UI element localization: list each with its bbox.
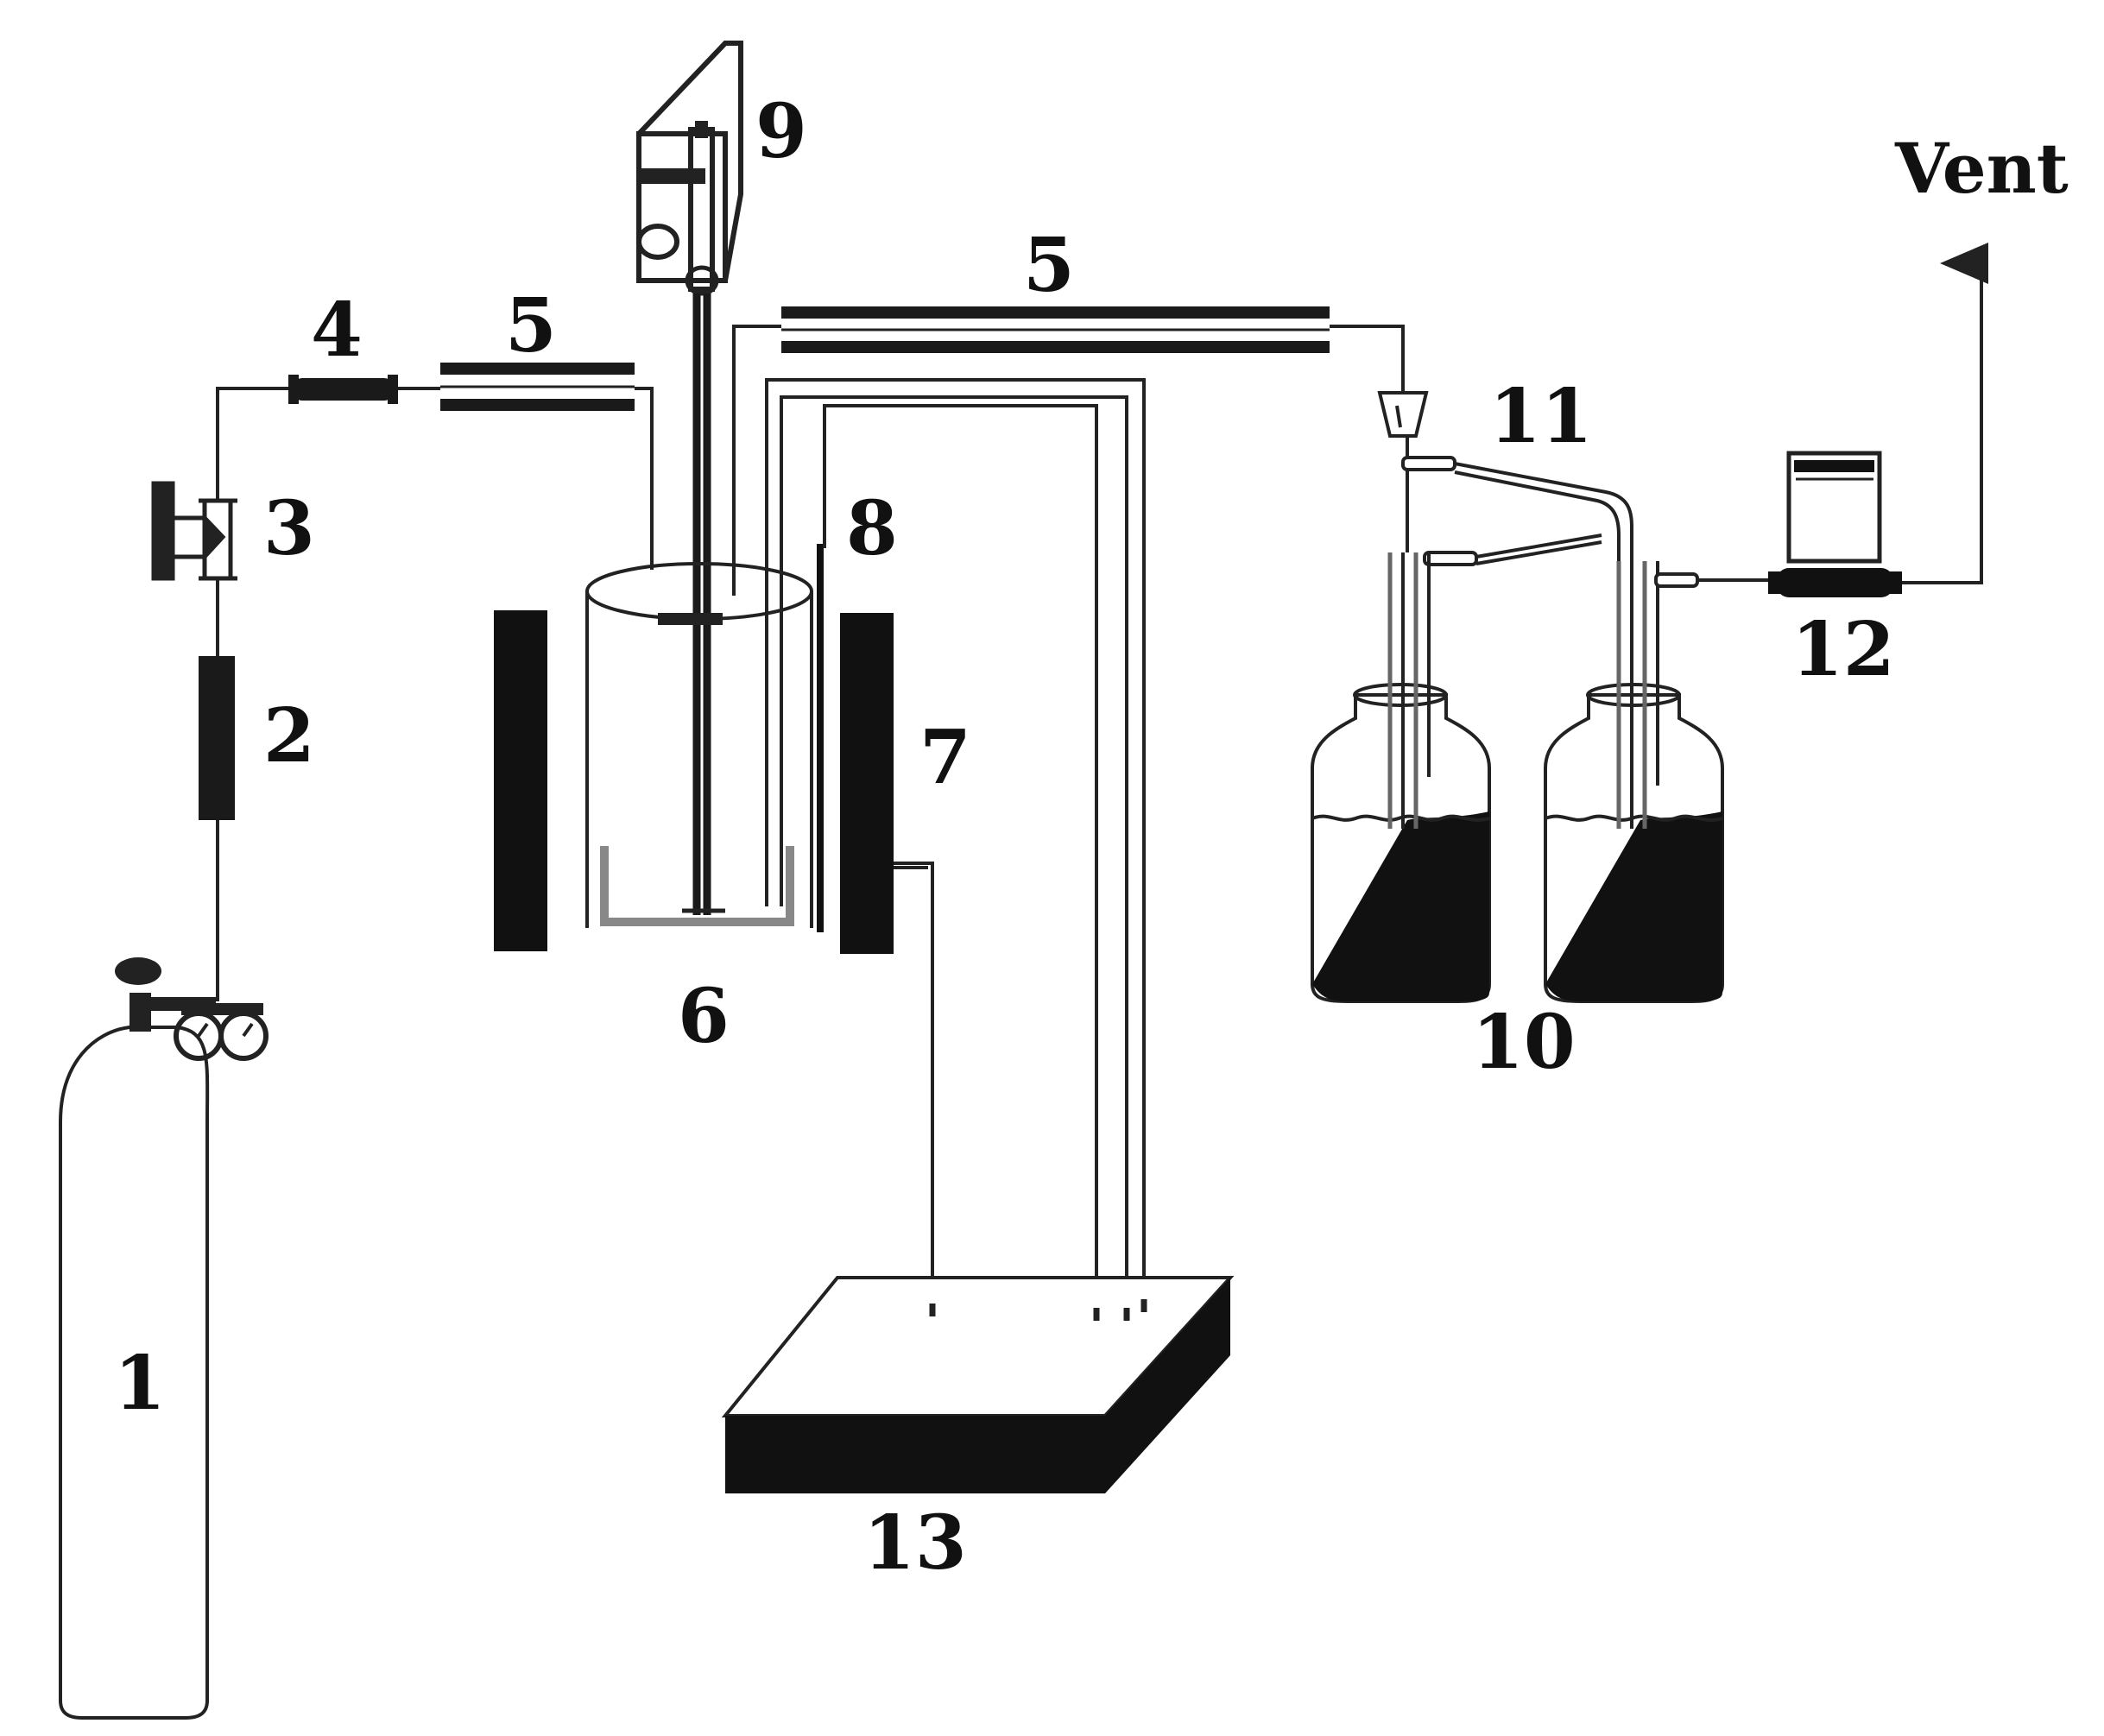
label-vent: Vent: [1895, 128, 2069, 209]
reactor-outlet-line: [732, 325, 1405, 596]
gas-feed-line: [216, 387, 654, 1001]
gas-meter: [1768, 451, 1902, 597]
label-gas-meter: 12: [1791, 606, 1895, 693]
needle-valve: [151, 481, 237, 581]
label-gas-cylinder: 1: [114, 1340, 166, 1427]
flow-meter: [288, 375, 398, 404]
heater-left: [494, 610, 547, 951]
condenser-outlet: [781, 306, 1330, 353]
controller-wires: [765, 378, 1146, 1316]
gas-distributor: [1377, 391, 1633, 570]
temperature-controller: [721, 1276, 1235, 1493]
label-wash-bottles: 10: [1472, 999, 1576, 1086]
label-needle-valve: 3: [263, 485, 315, 572]
label-temperature-controller: 13: [863, 1499, 967, 1587]
label-drying-column: 2: [263, 692, 315, 780]
label-reactor-vessel: 6: [678, 973, 730, 1060]
label-flow-meter: 4: [311, 287, 363, 374]
outlet-line: [1654, 572, 1779, 588]
syringe-pump: [636, 41, 743, 915]
preheater-inlet: [440, 363, 635, 411]
label-heater: 7: [919, 714, 971, 801]
label-syringe-pump: 9: [755, 88, 807, 175]
heater-right: [840, 613, 894, 954]
cylinder-valve-regulator: [115, 957, 269, 1061]
reactor-vessel: [585, 562, 813, 928]
label-preheater-inlet: 5: [505, 282, 557, 369]
label-gas-distributor: 11: [1489, 373, 1593, 460]
gas-cylinder: [59, 1026, 210, 1720]
label-thermocouple: 8: [846, 485, 898, 572]
label-condenser-outlet: 5: [1023, 222, 1075, 309]
vent-line: [1902, 243, 1988, 584]
wash-bottle-2: [1544, 561, 1724, 1003]
wash-bottle-1: [1311, 552, 1491, 1003]
drying-column: [199, 656, 235, 820]
